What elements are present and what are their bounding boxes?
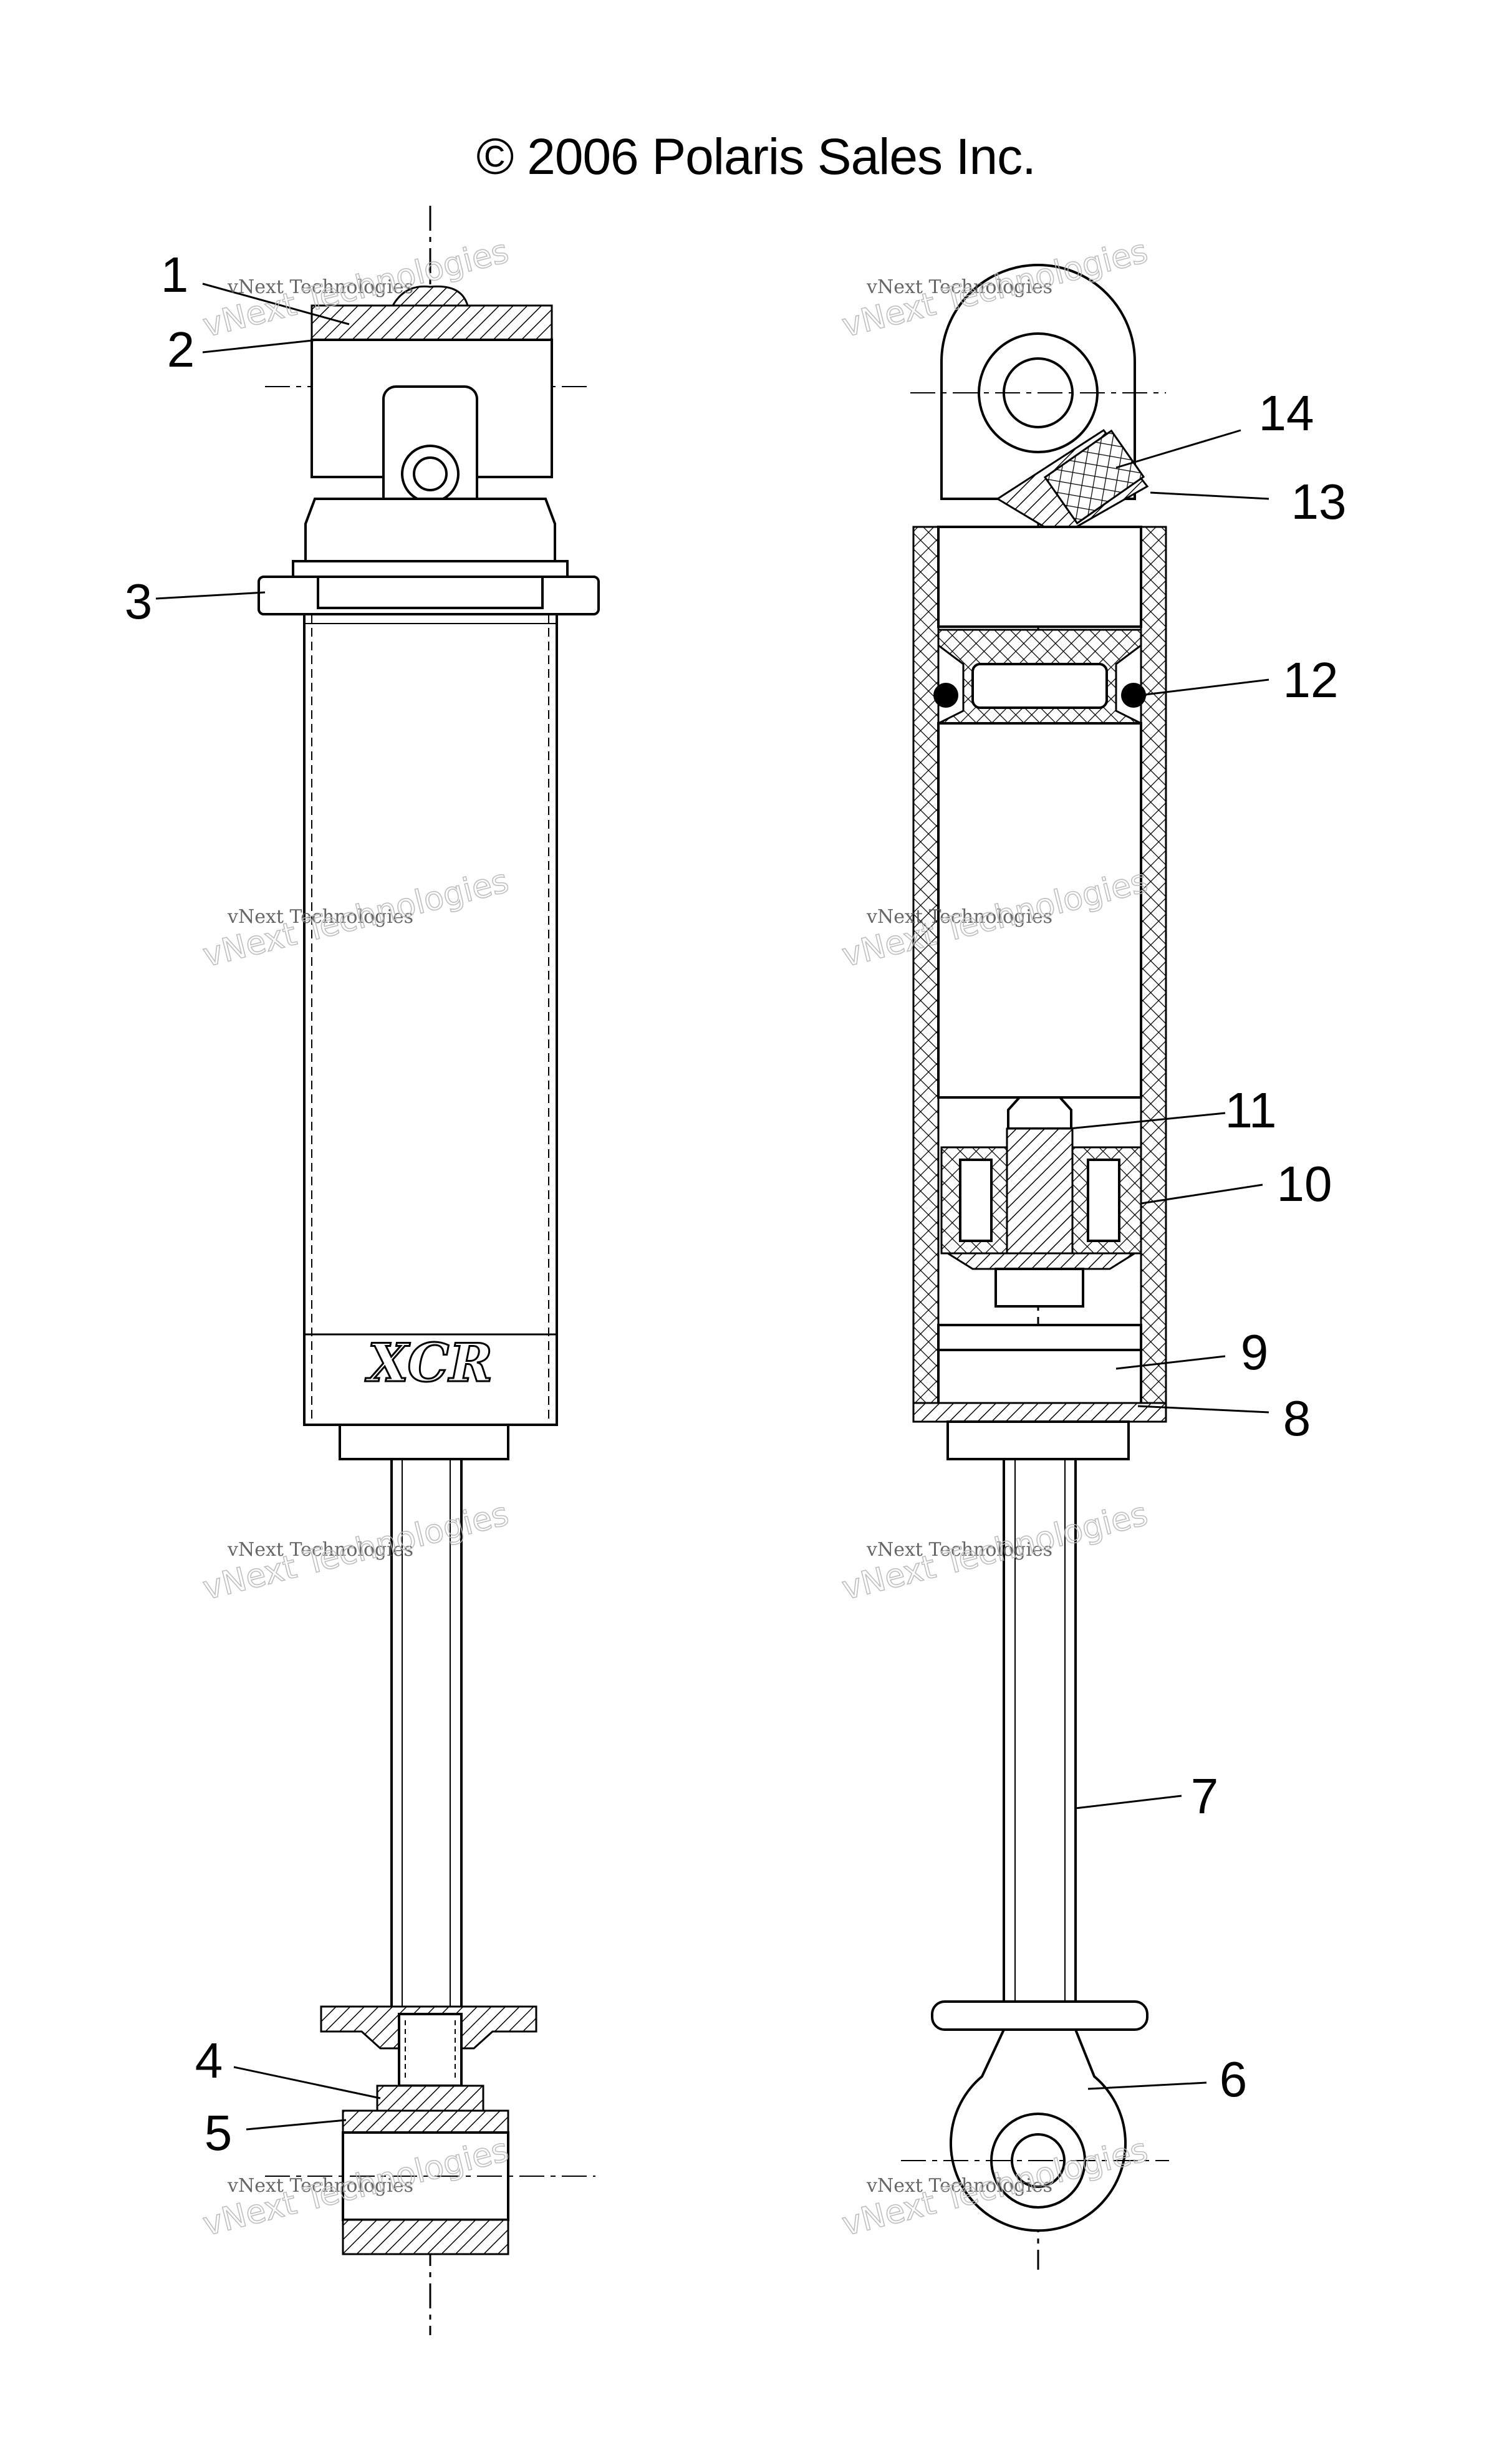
svg-text:vNext Technologies: vNext Technologies	[227, 276, 413, 298]
callout-12: 12	[1283, 652, 1339, 708]
lower-spacer	[342, 2109, 509, 2134]
svg-text:vNext Technologies: vNext Technologies	[866, 1539, 1052, 1561]
svg-text:vNext Technologies: vNext Technologies	[866, 276, 1052, 298]
callout-8: 8	[1283, 1391, 1311, 1446]
callout-6: 6	[1220, 2051, 1248, 2107]
left-shock-exterior: XCR	[258, 206, 600, 2335]
callout-3: 3	[125, 574, 153, 629]
lower-eye-cup	[931, 2000, 1148, 2031]
right-shaft	[1003, 1458, 1077, 2009]
svg-text:vNext Technologies: vNext Technologies	[866, 2175, 1052, 2197]
schrader-valve	[1043, 429, 1145, 525]
shim-stack	[944, 1252, 1139, 1270]
piston-oring-left	[933, 683, 958, 708]
callout-13: 13	[1291, 474, 1347, 529]
callout-1: 1	[161, 247, 189, 302]
left-shock-body	[303, 613, 558, 1426]
top-cap-hatched	[311, 304, 553, 341]
callout-14: 14	[1259, 385, 1314, 441]
svg-text:vNext Technologies: vNext Technologies	[227, 2175, 413, 2197]
lower-bushing	[376, 2085, 484, 2112]
body-neck	[304, 498, 556, 562]
watermark: vNext Technologies vNext Technologies	[838, 1495, 1152, 1607]
right-shock-section	[901, 264, 1169, 2270]
right-seal-cap	[946, 1420, 1130, 1460]
svg-text:vNext Technologies: vNext Technologies	[227, 906, 413, 928]
callout-numbers: 1 2 3 4 5 6 7 8 9 10 11 12 13 14	[125, 247, 1347, 2161]
body-wall-left	[912, 526, 940, 1420]
piston-nut	[1007, 1096, 1072, 1130]
left-seal-cap	[339, 1424, 509, 1460]
svg-text:vNext Technologies: vNext Technologies	[866, 906, 1052, 928]
top-bumper	[391, 285, 469, 307]
callout-2: 2	[167, 322, 195, 377]
gas-chamber	[937, 526, 1142, 628]
watermark: vNext Technologies vNext Technologies	[199, 1495, 513, 1607]
callout-10: 10	[1277, 1156, 1332, 1212]
piston-stack	[1006, 1127, 1074, 1261]
callout-9: 9	[1241, 1324, 1269, 1380]
callout-4: 4	[195, 2033, 223, 2088]
callout-11: 11	[1225, 1082, 1276, 1138]
body-wall-right	[1140, 526, 1167, 1420]
copyright-text: © 2006 Polaris Sales Inc.	[476, 128, 1036, 185]
callout-7: 7	[1191, 1768, 1219, 1824]
seal-head-retainer	[912, 1402, 1167, 1423]
svg-text:vNext Technologies: vNext Technologies	[227, 1539, 413, 1561]
xcr-logo: XCR	[365, 1332, 493, 1394]
leader-lines	[155, 282, 1269, 2131]
piston-oring-right	[1121, 683, 1146, 708]
callout-5: 5	[205, 2105, 233, 2161]
